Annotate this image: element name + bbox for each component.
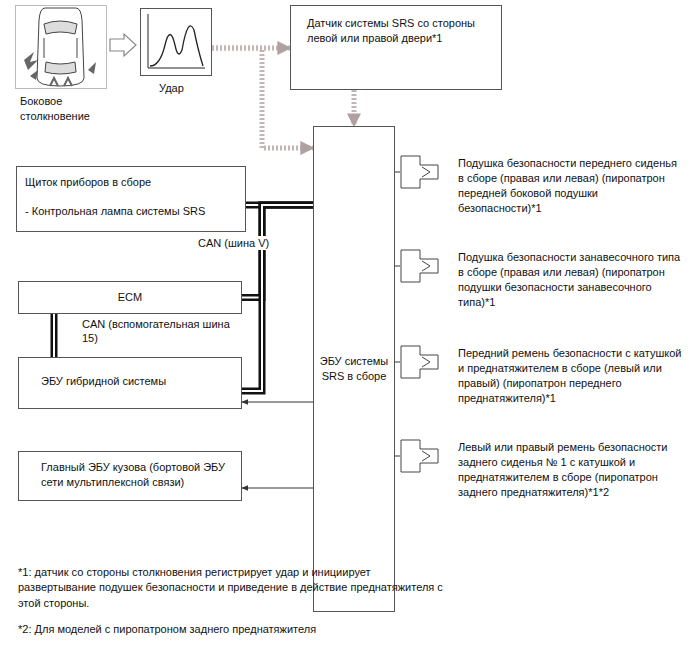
wire [395, 266, 400, 267]
bus-label: CAN (шина V) [196, 236, 271, 250]
squib-symbol [400, 155, 440, 189]
squib-symbol [400, 345, 440, 379]
squib-item: Подушка безопасности переднего сиденья в… [400, 153, 682, 215]
wire [395, 172, 400, 173]
node-title: Датчик системы SRS со стороны левой или … [307, 16, 487, 46]
wire [395, 362, 400, 363]
node-body: - Контрольная лампа системы SRS [25, 204, 239, 219]
node-title: Передний ремень безопасности с катушкой … [458, 343, 682, 405]
sensor-box: Датчик системы SRS со стороны левой или … [290, 5, 502, 90]
node-title: ECM [27, 290, 233, 305]
node-title: Левый или правый ремень безопасности зад… [458, 437, 682, 499]
node-title: Подушка безопасности занавесочного типа … [458, 247, 682, 309]
footnote: *1: датчик со стороны столкновения регис… [18, 565, 448, 611]
squib-item: Левый или правый ремень безопасности зад… [400, 437, 682, 509]
ecu-box: ЭБУ системы SRS в сборе [313, 126, 395, 612]
signal-arrow [352, 90, 357, 126]
bus-label: CAN (вспомогательная шина 15) [80, 317, 234, 346]
node-title: Удар [159, 81, 269, 96]
footnote: *2: Для моделей с пиропатроном заднего п… [18, 622, 448, 637]
squib-symbol [400, 249, 440, 283]
wire [242, 402, 313, 403]
wire [242, 488, 313, 489]
impact-graph [148, 14, 205, 68]
node-title: Боковое столкновение [20, 94, 130, 124]
squib-item: Подушка безопасности занавесочного типа … [400, 247, 682, 309]
node-title: ЭБУ системы SRS в сборе [318, 354, 390, 384]
wire [395, 456, 400, 457]
can-bus [242, 205, 313, 297]
can-bus [54, 314, 55, 357]
node-title: Главный ЭБУ кузова (бортовой ЭБУ сети му… [41, 460, 233, 490]
flow-arrow [110, 34, 136, 56]
illustration-frame: Боковое столкновение [15, 5, 107, 89]
component-box: Щиток приборов в сборе - Контрольная ламп… [16, 166, 246, 232]
car-illustration [24, 8, 96, 86]
node-title: Щиток приборов в сборе [25, 175, 239, 190]
component-box: ECM [18, 281, 242, 314]
illustration-frame: Удар [140, 8, 212, 76]
node-title: Подушка безопасности переднего сиденья в… [458, 153, 682, 215]
node-title: ЭБУ гибридной системы [41, 374, 233, 389]
squib-symbol [400, 439, 440, 473]
signal-arrow [212, 46, 290, 51]
can-bus [242, 205, 313, 391]
component-box: ЭБУ гибридной системы [18, 357, 242, 409]
component-box: Главный ЭБУ кузова (бортовой ЭБУ сети му… [18, 451, 242, 501]
squib-item: Передний ремень безопасности с катушкой … [400, 343, 682, 415]
